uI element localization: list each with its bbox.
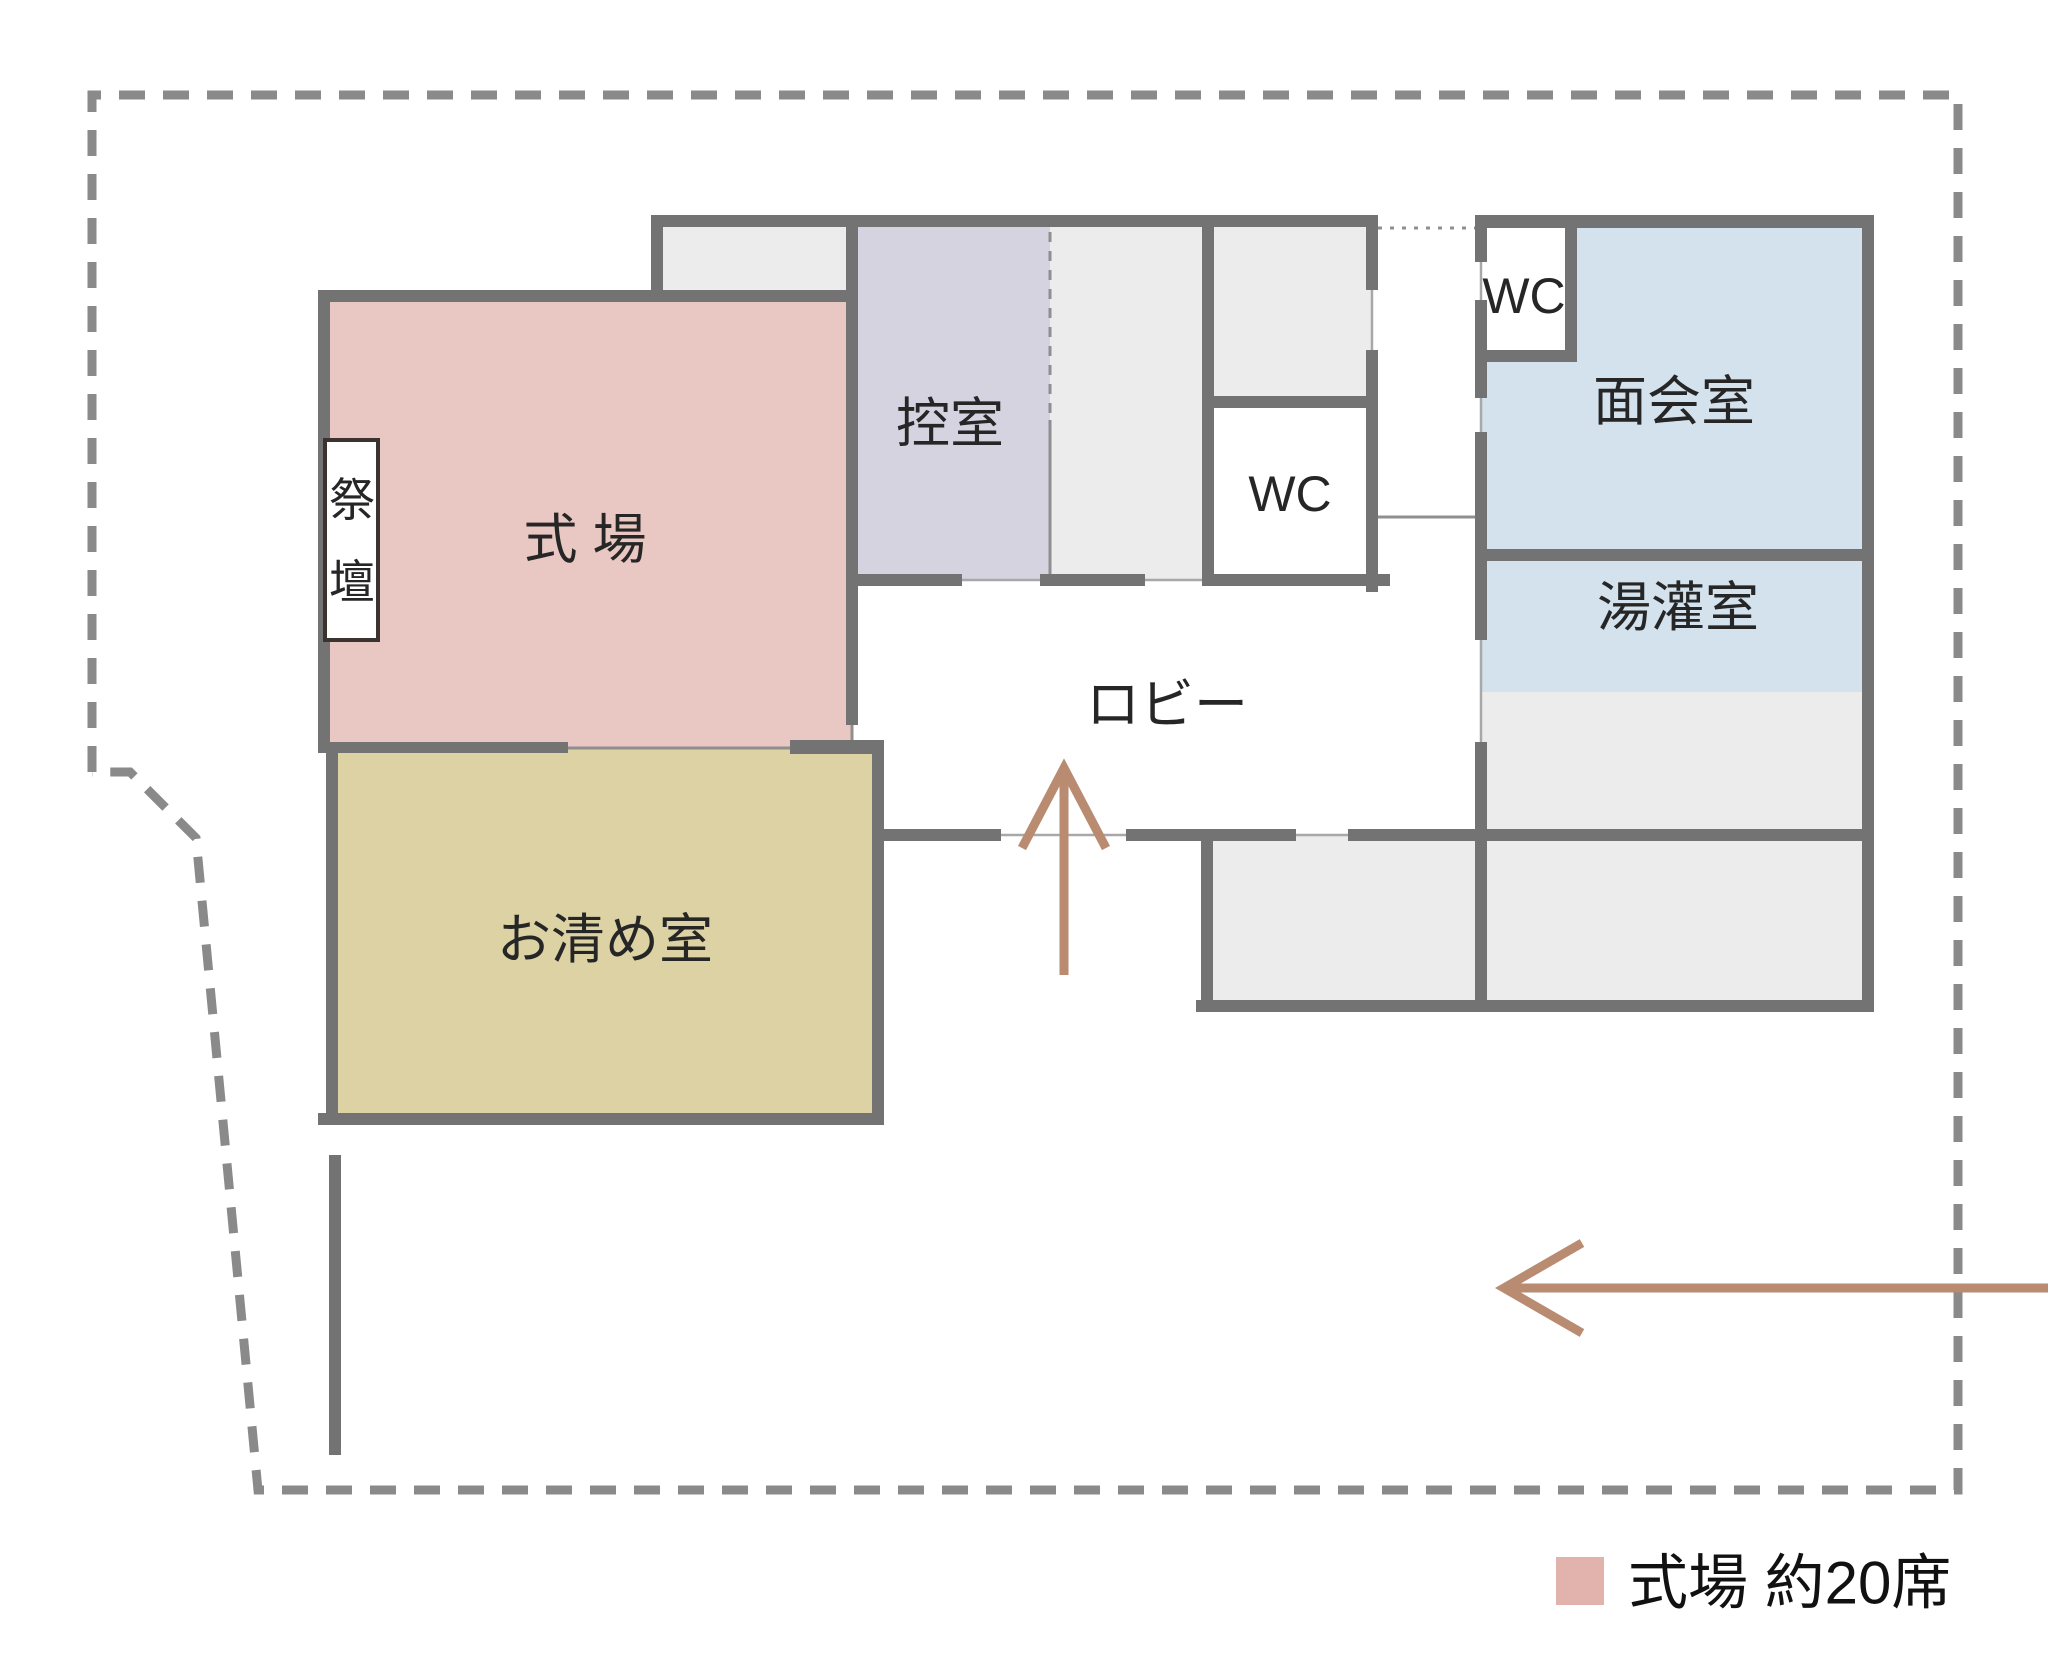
wall <box>1475 432 1487 640</box>
wall <box>1202 215 1214 586</box>
room-wc-center <box>1208 402 1372 580</box>
wall <box>1201 829 1213 1012</box>
wall <box>1205 574 1390 586</box>
wall <box>1475 742 1487 1012</box>
room-fills <box>324 221 1868 1119</box>
wall <box>318 742 568 753</box>
room-okiyome <box>332 748 878 1119</box>
left-arrow-head <box>1494 1239 1585 1337</box>
wall <box>1040 574 1145 586</box>
wall <box>1481 549 1874 561</box>
site-boundary-dashed <box>87 90 1963 1495</box>
wall <box>1196 1000 1874 1012</box>
up-arrow-head <box>1018 758 1110 851</box>
wall <box>1565 221 1577 362</box>
room-labels: 式 場 控室 お清め室 ロビー 面会室 湯灌室 WC WC <box>497 268 1759 970</box>
wall <box>326 742 338 1125</box>
altar-label-char1: 祭 <box>329 474 375 526</box>
label-hikae: 控室 <box>896 394 1004 454</box>
thin-partitions <box>568 226 1475 750</box>
label-shikijo: 式 場 <box>523 510 646 570</box>
wall <box>1481 350 1577 362</box>
room-yukan <box>1481 555 1868 692</box>
wall <box>1475 215 1487 262</box>
flow-arrows <box>1018 758 2048 1337</box>
label-okiyome: お清め室 <box>497 910 713 970</box>
walls <box>318 215 1874 1455</box>
room-top-gray-strip <box>660 221 852 296</box>
altar-box <box>323 438 380 642</box>
legend: 式場 約20席 <box>1556 1550 1951 1617</box>
wall <box>318 1113 884 1125</box>
label-yukan: 湯灌室 <box>1597 578 1759 638</box>
entrance-up-arrow <box>1018 758 1110 975</box>
wall <box>878 829 1001 841</box>
room-shikijo <box>324 296 852 748</box>
wall <box>846 215 858 725</box>
room-mid-gray <box>1050 221 1208 580</box>
wall <box>1202 396 1378 408</box>
wall <box>651 215 663 302</box>
room-bottom-right <box>1484 835 1868 1006</box>
altar-label-char2: 壇 <box>329 556 375 608</box>
altar: 祭 壇 <box>323 438 380 642</box>
label-wc-center: WC <box>1248 466 1331 522</box>
legend-swatch <box>1556 1557 1604 1605</box>
wall <box>318 290 858 302</box>
wall <box>790 740 884 754</box>
wall <box>872 742 884 1125</box>
wall <box>651 215 1372 227</box>
wall <box>1475 300 1487 398</box>
room-wc-right <box>1481 221 1571 356</box>
wall <box>846 574 962 586</box>
wall <box>1475 215 1874 228</box>
room-yukan-south-gray <box>1481 692 1868 833</box>
wall <box>1366 350 1378 592</box>
label-wc-right: WC <box>1482 268 1565 324</box>
room-bottom-left <box>1207 835 1484 1006</box>
wall <box>1348 829 1868 841</box>
label-lobby: ロビー <box>1086 675 1248 735</box>
wall <box>1862 215 1874 1012</box>
room-hikae <box>852 221 1050 580</box>
wall <box>1366 215 1378 290</box>
label-menkai: 面会室 <box>1593 372 1755 432</box>
legend-label: 式場 約20席 <box>1628 1550 1951 1617</box>
approach-left-arrow <box>1494 1239 2048 1337</box>
wall <box>329 1155 341 1455</box>
room-small-gray <box>1208 221 1372 402</box>
